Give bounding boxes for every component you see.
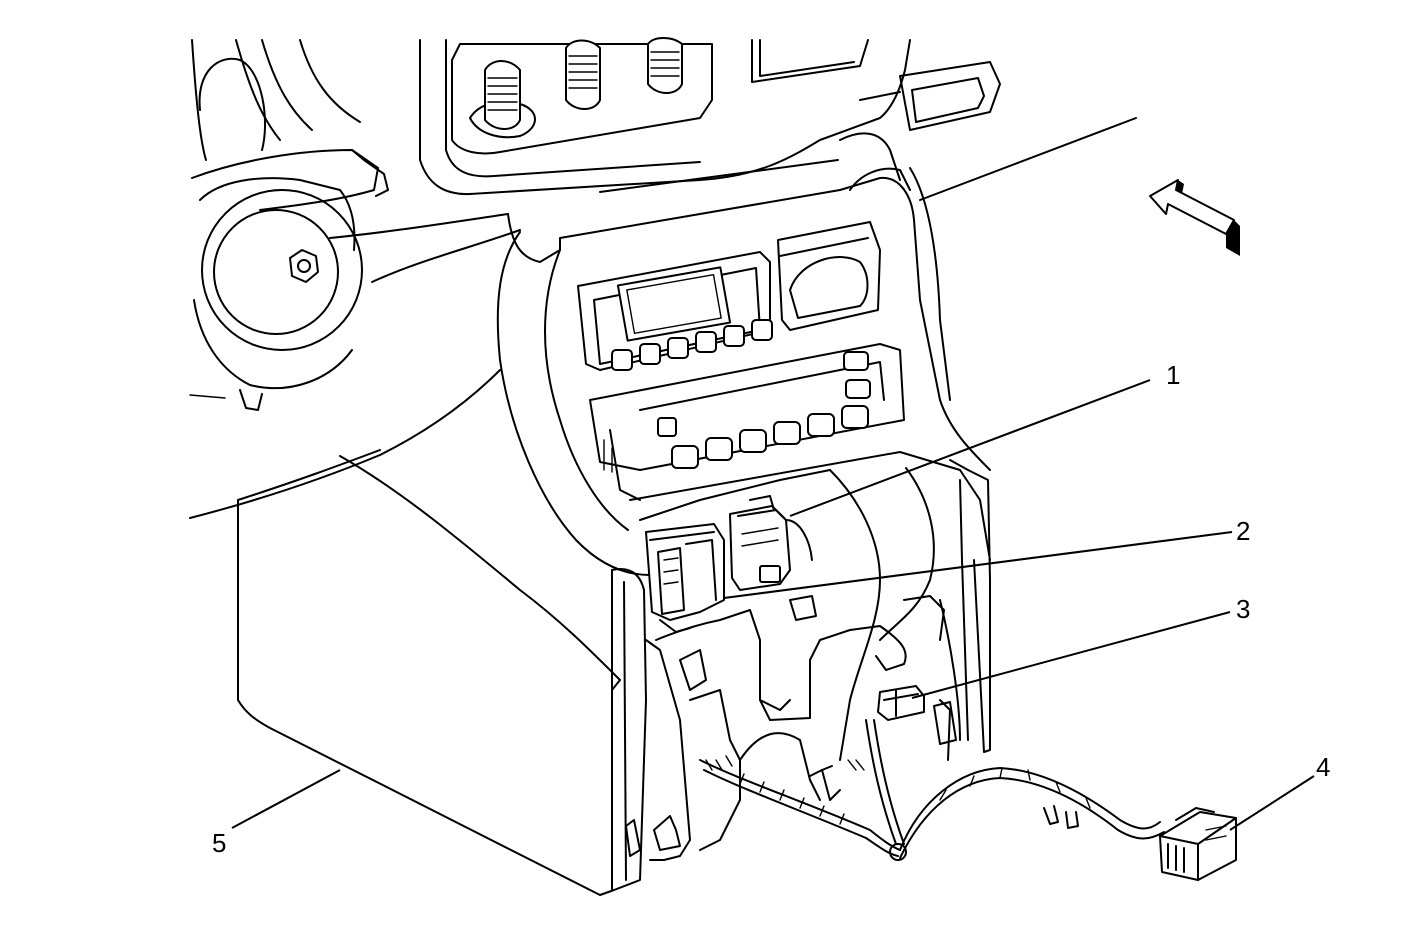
leader-line-5 (231, 769, 341, 829)
connector-4 (1159, 807, 1237, 881)
console-opening (629, 451, 991, 761)
radio-unit (577, 221, 881, 371)
leader-line-2 (723, 531, 1233, 599)
callout-5: 5 (212, 828, 226, 858)
leader-line-3 (911, 611, 1231, 699)
leader-line-4 (1229, 775, 1315, 831)
upper-dash-panel (329, 37, 1137, 283)
connector-3 (877, 685, 925, 721)
side-trim-panel (189, 369, 647, 896)
vent-knob-left (484, 60, 521, 130)
hvac-control (589, 343, 905, 501)
leader-line-1 (789, 379, 1151, 517)
center-stack-bezel (496, 132, 991, 576)
steering-column-area (189, 39, 389, 411)
wiring-harness (699, 719, 1165, 861)
callout-4: 4 (1316, 752, 1330, 782)
callout-3: 3 (1236, 594, 1250, 624)
connector-1 (729, 495, 813, 591)
callout-2: 2 (1236, 516, 1250, 546)
leader-lines (231, 379, 1315, 831)
vent-knob-right (647, 37, 683, 94)
vent-knob-center (565, 39, 601, 110)
callout-1: 1 (1166, 360, 1180, 390)
connector-2 (645, 523, 725, 633)
lower-console-frame (625, 595, 957, 861)
view-direction-arrow-icon (1149, 179, 1240, 256)
